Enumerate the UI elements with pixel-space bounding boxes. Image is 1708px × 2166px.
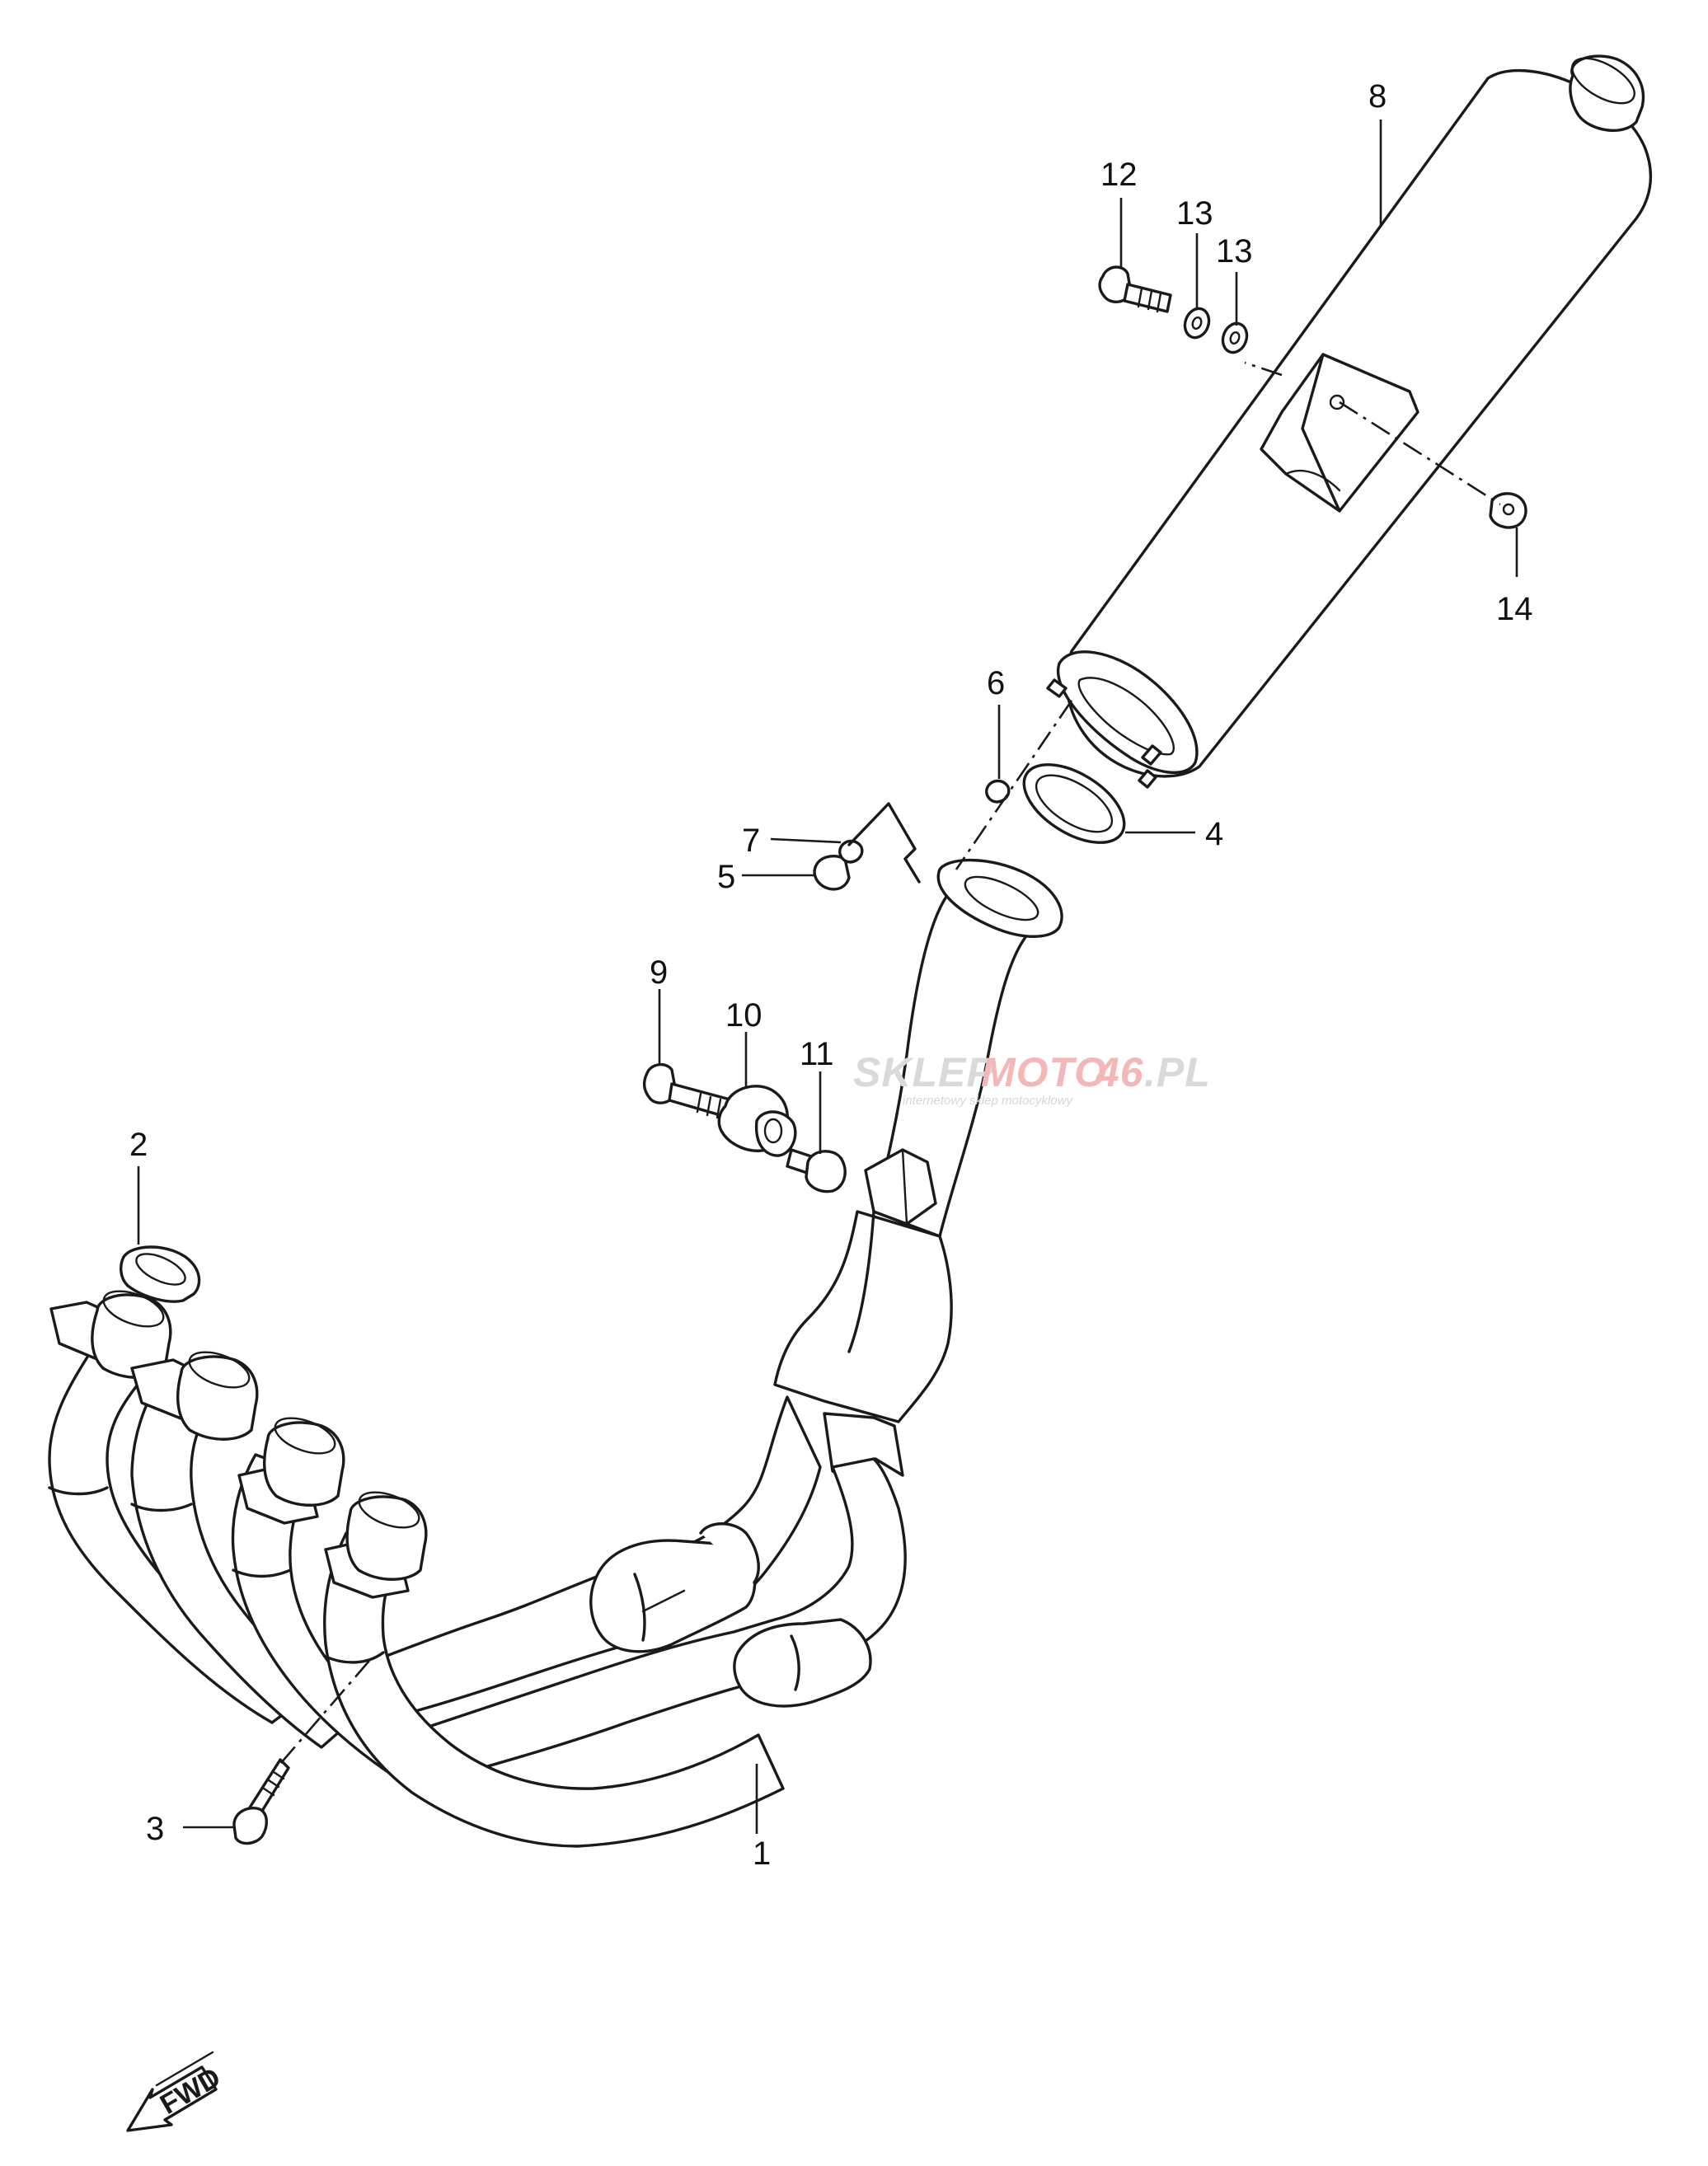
nut-and-washers [813,779,1011,891]
watermark: SKLEP MOTO 46 .PL internetowy sklep moto… [853,1049,1211,1108]
muffler [1046,54,1652,789]
leader-lines [137,120,1518,1834]
watermark-pl: .PL [1144,1049,1211,1095]
watermark-46: 46 [1096,1049,1144,1095]
callout-2: 2 [129,1127,148,1163]
callout-9: 9 [650,954,668,991]
watermark-sklep: SKLEP [853,1049,995,1095]
callout-numbers: 1 2 3 4 5 6 7 8 9 10 11 12 13 13 14 [129,78,1533,1872]
mounting-hardware-lower [642,1063,847,1193]
exhaust-pipe-assembly [48,858,1063,1848]
callout-13-right: 13 [1216,233,1253,270]
header-flanges [49,1290,428,1599]
callout-10: 10 [725,997,762,1034]
callout-7: 7 [742,823,760,859]
gasket-muffler-joint [1022,763,1126,844]
callout-5: 5 [717,859,735,895]
callout-1: 1 [753,1835,771,1872]
callout-11: 11 [800,1036,834,1072]
assembly-lines [279,361,1501,1765]
callout-13-left: 13 [1176,195,1213,232]
gasket-cylinder [120,1245,201,1303]
callout-14: 14 [1496,591,1533,627]
callout-3: 3 [146,1811,164,1847]
watermark-moto: MOTO [981,1049,1107,1095]
flange-bolt [232,1758,290,1845]
watermark-tagline: internetowy sklep motocyklowy [903,1094,1073,1108]
callout-6: 6 [987,665,1005,701]
forward-direction-arrow: FWD [126,2051,226,2132]
callout-8: 8 [1368,78,1387,115]
muffler-mount-hardware [1098,265,1527,529]
callout-4: 4 [1205,816,1223,852]
fwd-label: FWD [155,2061,226,2121]
callout-12: 12 [1100,157,1138,193]
